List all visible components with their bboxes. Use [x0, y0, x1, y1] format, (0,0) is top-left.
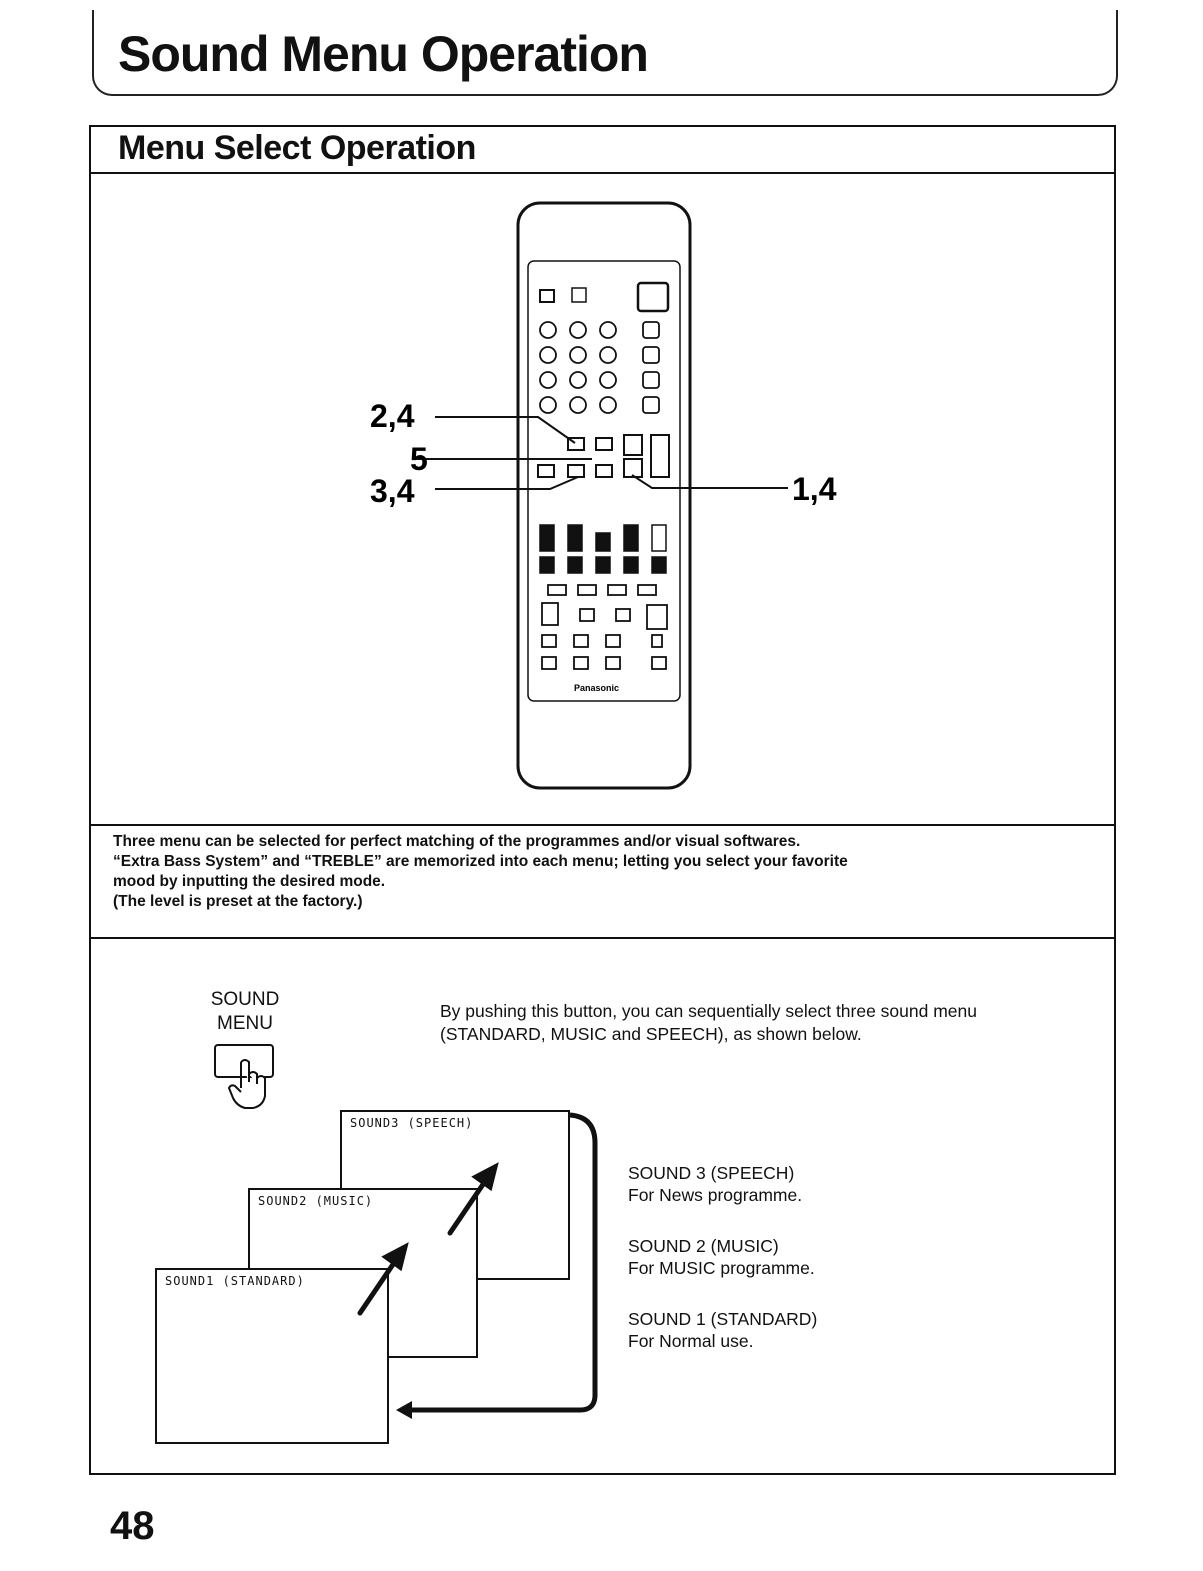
remote-panel [527, 260, 681, 702]
arrow-to-sound2 [357, 1254, 401, 1316]
screen-sound3-label: SOUND3 (SPEECH) [350, 1116, 474, 1130]
remote-brand: Panasonic [574, 683, 619, 693]
title-frame [92, 10, 1118, 96]
description-line-1: By pushing this button, you can sequenti… [440, 1001, 978, 1021]
legend-sound1: SOUND 1 (STANDARD) For Normal use. [628, 1308, 958, 1352]
intro-divider-bottom [91, 937, 1114, 939]
vcr-buttons[interactable] [541, 602, 668, 670]
page-number: 48 [110, 1504, 155, 1548]
legend-sound2-title: SOUND 2 (MUSIC) [628, 1236, 779, 1256]
return-arrow [408, 1112, 598, 1413]
function-buttons[interactable] [539, 524, 667, 574]
callout-2-4: 2,4 [370, 398, 415, 434]
screen-sound1-label: SOUND1 (STANDARD) [165, 1274, 305, 1288]
callout-lines [415, 416, 788, 490]
section-heading: Menu Select Operation [118, 129, 476, 167]
legend-sound3-title: SOUND 3 (SPEECH) [628, 1163, 795, 1183]
pointing-hand-icon [227, 1059, 266, 1109]
intro-line-2: “Extra Bass System” and “TREBLE” are mem… [113, 853, 848, 870]
arrow-to-sound3 [447, 1174, 491, 1236]
remote-body [516, 201, 692, 790]
tv-button[interactable] [571, 287, 587, 303]
arrow-head-sound3 [471, 1162, 499, 1192]
screen-sound1: SOUND1 (STANDARD) [155, 1268, 389, 1444]
sound-menu-button[interactable] [205, 1040, 295, 1120]
button-description: By pushing this button, you can sequenti… [440, 1000, 1100, 1046]
callout-3-4: 3,4 [370, 473, 415, 509]
legend-sound2: SOUND 2 (MUSIC) For MUSIC programme. [628, 1235, 958, 1279]
sound-menu-label-line1: SOUND [210, 989, 280, 1010]
sound-menu-label-line2: MENU [217, 1013, 273, 1034]
legend-sound1-title: SOUND 1 (STANDARD) [628, 1309, 818, 1329]
channel-volume-keys[interactable] [642, 321, 660, 414]
content-frame [89, 125, 1116, 1475]
number-keypad[interactable] [539, 321, 617, 414]
screen-sound2-label: SOUND2 (MUSIC) [258, 1194, 374, 1208]
intro-line-4: (The level is preset at the factory.) [113, 893, 363, 910]
intro-line-1: Three menu can be selected for perfect m… [113, 833, 801, 850]
callout-5: 5 [410, 441, 428, 477]
power-button[interactable] [636, 281, 670, 313]
legend-sound2-text: For MUSIC programme. [628, 1258, 815, 1278]
intro-text: Three menu can be selected for perfect m… [113, 832, 1103, 912]
description-line-2: (STANDARD, MUSIC and SPEECH), as shown b… [440, 1024, 862, 1044]
sound-menu-label: SOUND MENU [200, 988, 290, 1036]
arrow-head-sound2 [381, 1242, 409, 1272]
sequence-arrows [357, 1112, 598, 1419]
legend-sound3: SOUND 3 (SPEECH) For News programme. [628, 1162, 958, 1206]
mode-button[interactable] [539, 289, 555, 303]
return-arrow-head [396, 1401, 412, 1419]
page-title: Sound Menu Operation [118, 26, 649, 82]
menu-cursor-keys[interactable] [537, 434, 670, 478]
callout-1-4: 1,4 [792, 471, 837, 507]
intro-line-3: mood by inputting the desired mode. [113, 873, 386, 890]
legend-sound1-text: For Normal use. [628, 1331, 754, 1351]
heading-divider [91, 172, 1114, 174]
color-buttons[interactable] [547, 584, 657, 596]
intro-divider-top [91, 824, 1114, 826]
remote-control-illustration: Panasonic 2,4 5 3,4 1,4 [370, 201, 837, 790]
legend-sound3-text: For News programme. [628, 1185, 803, 1205]
